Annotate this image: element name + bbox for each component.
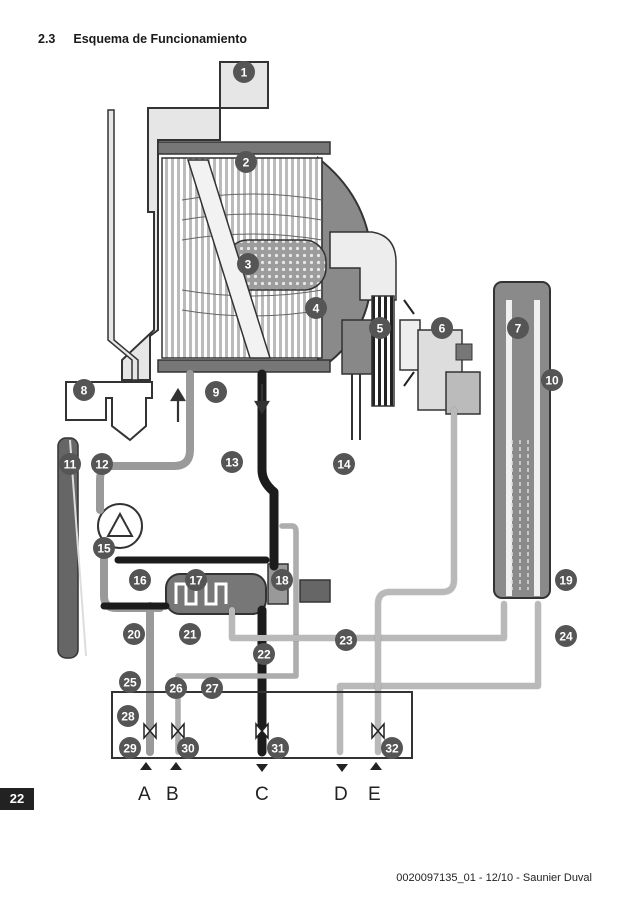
connection-labels: A B C D E <box>138 784 381 805</box>
expansion-vessel <box>57 437 87 659</box>
svg-text:19: 19 <box>559 574 573 588</box>
svg-text:3: 3 <box>245 258 252 272</box>
svg-text:32: 32 <box>385 742 399 756</box>
callout-5: 5 <box>369 317 391 339</box>
callout-15: 15 <box>93 537 115 559</box>
connection-label-b: B <box>166 784 179 805</box>
callout-11: 11 <box>59 453 81 475</box>
svg-text:22: 22 <box>257 648 271 662</box>
svg-text:6: 6 <box>439 322 446 336</box>
callout-30: 30 <box>177 737 199 759</box>
svg-text:31: 31 <box>271 742 285 756</box>
svg-text:12: 12 <box>95 458 109 472</box>
svg-text:8: 8 <box>81 384 88 398</box>
footer-reference: 0020097135_01 - 12/10 - Saunier Duval <box>396 872 592 884</box>
callout-23: 23 <box>335 629 357 651</box>
callout-18: 18 <box>271 569 293 591</box>
callout-31: 31 <box>267 737 289 759</box>
connection-label-d: D <box>334 784 348 805</box>
callout-16: 16 <box>129 569 151 591</box>
svg-text:13: 13 <box>225 456 239 470</box>
callout-32: 32 <box>381 737 403 759</box>
callout-4: 4 <box>305 297 327 319</box>
callout-7: 7 <box>507 317 529 339</box>
callout-9: 9 <box>205 381 227 403</box>
svg-text:23: 23 <box>339 634 353 648</box>
svg-text:25: 25 <box>123 676 137 690</box>
section-title: Esquema de Funcionamiento <box>73 32 248 46</box>
svg-text:9: 9 <box>213 386 220 400</box>
callout-20: 20 <box>123 623 145 645</box>
svg-text:11: 11 <box>64 458 77 472</box>
callout-19: 19 <box>555 569 577 591</box>
svg-text:28: 28 <box>121 710 135 724</box>
callout-3: 3 <box>237 253 259 275</box>
callout-8: 8 <box>73 379 95 401</box>
dhw-cylinder <box>493 281 551 599</box>
svg-text:27: 27 <box>205 682 219 696</box>
callout-21: 21 <box>179 623 201 645</box>
callout-1: 1 <box>233 61 255 83</box>
callout-17: 17 <box>185 569 207 591</box>
svg-text:1: 1 <box>241 66 248 80</box>
callout-10: 10 <box>541 369 563 391</box>
gas-valve <box>417 329 481 415</box>
connection-valves <box>143 721 385 741</box>
connection-label-e: E <box>368 784 381 805</box>
page-number-tab: 22 <box>0 788 34 810</box>
svg-text:14: 14 <box>337 458 351 472</box>
flow-arrows <box>170 384 270 422</box>
section-number: 2.3 <box>38 32 56 46</box>
callout-24: 24 <box>555 625 577 647</box>
burner-assembly <box>341 295 421 440</box>
svg-text:2: 2 <box>243 156 250 170</box>
svg-text:10: 10 <box>545 374 559 388</box>
callout-26: 26 <box>165 677 187 699</box>
svg-text:15: 15 <box>97 542 111 556</box>
svg-text:5: 5 <box>377 322 384 336</box>
flue-duct <box>107 61 269 381</box>
section-heading: 2.3 Esquema de Funcionamiento <box>38 32 247 46</box>
svg-text:18: 18 <box>275 574 289 588</box>
connection-label-c: C <box>255 784 269 805</box>
svg-text:30: 30 <box>181 742 195 756</box>
callout-13: 13 <box>221 451 243 473</box>
svg-text:24: 24 <box>559 630 573 644</box>
callout-25: 25 <box>119 671 141 693</box>
callout-29: 29 <box>119 737 141 759</box>
callout-6: 6 <box>431 317 453 339</box>
callout-markers: 1 2 3 4 5 6 7 8 9 10 11 12 13 14 15 16 1… <box>59 61 577 759</box>
pump <box>97 503 143 549</box>
callout-28: 28 <box>117 705 139 727</box>
callout-22: 22 <box>253 643 275 665</box>
svg-text:21: 21 <box>183 628 197 642</box>
svg-text:17: 17 <box>189 574 203 588</box>
svg-text:16: 16 <box>133 574 147 588</box>
svg-text:20: 20 <box>127 628 141 642</box>
callout-2: 2 <box>235 151 257 173</box>
pipe-network <box>96 369 542 757</box>
svg-text:4: 4 <box>313 302 320 316</box>
svg-text:7: 7 <box>515 322 522 336</box>
svg-text:29: 29 <box>123 742 137 756</box>
callout-27: 27 <box>201 677 223 699</box>
connection-label-a: A <box>138 784 151 805</box>
connection-direction-markers <box>140 762 382 772</box>
connection-frame <box>111 691 413 759</box>
svg-text:26: 26 <box>169 682 183 696</box>
callout-12: 12 <box>91 453 113 475</box>
callout-14: 14 <box>333 453 355 475</box>
